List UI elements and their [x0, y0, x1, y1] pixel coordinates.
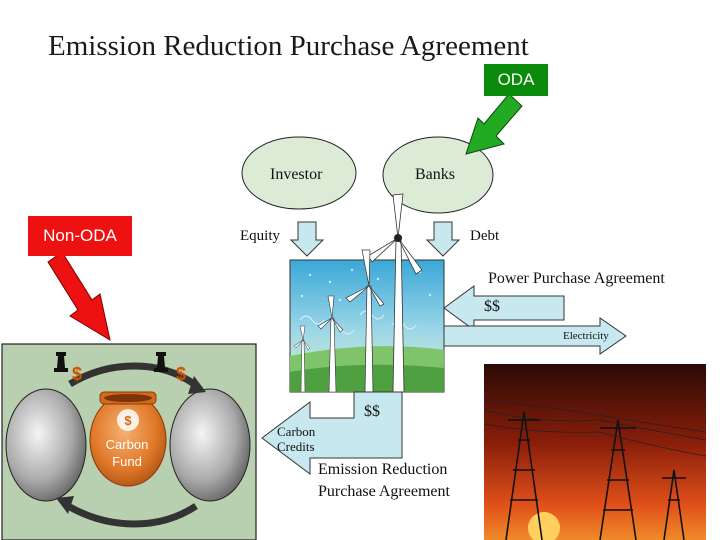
wind-turbine-tiny: [293, 325, 311, 393]
ppa-label: Power Purchase Agreement: [488, 270, 665, 287]
currency-symbol-right: $: [176, 364, 187, 384]
wind-turbine-large: [367, 193, 423, 393]
oda-arrow: [465, 93, 523, 155]
page-title: Emission Reduction Purchase Agreement: [48, 30, 529, 62]
chess-piece-icon-left: [54, 352, 68, 372]
electricity-label: Electricity: [563, 330, 609, 342]
currency-symbol-left: $: [72, 364, 83, 384]
wind-turbine-small: [317, 295, 344, 393]
chess-piece-icon-right: [154, 352, 168, 372]
carbon-credits-label: Carbon Credits: [277, 424, 316, 454]
carbon-fund-pot-symbol: $: [124, 413, 132, 428]
electricity-arrow: [443, 317, 627, 355]
power-lines-photo: [483, 364, 707, 540]
carbon-fund-pot: $: [89, 391, 167, 487]
banks-bubble: [382, 136, 494, 214]
debt-label: Debt: [470, 228, 500, 244]
ppa-payment-label: $$: [484, 298, 500, 315]
er-payment-label: $$: [364, 403, 380, 420]
investor-bubble: [241, 136, 357, 210]
equity-label: Equity: [240, 228, 280, 244]
carbon-fund-label: Carbon Fund: [105, 437, 149, 469]
non-oda-arrow: [47, 251, 111, 342]
ppa-payment-arrow: [443, 285, 565, 331]
carbon-credits-arrow: [261, 391, 403, 475]
banks-label: Banks: [415, 166, 455, 183]
erpa-label: Emission Reduction Purchase Agreement: [318, 461, 450, 500]
non-oda-label-box: Non-ODA: [28, 216, 132, 256]
equity-arrow: [289, 221, 325, 257]
debt-arrow: [425, 221, 461, 257]
wind-turbine-medium: [345, 249, 385, 393]
investor-label: Investor: [270, 166, 323, 183]
oda-label-box: ODA: [484, 64, 548, 96]
